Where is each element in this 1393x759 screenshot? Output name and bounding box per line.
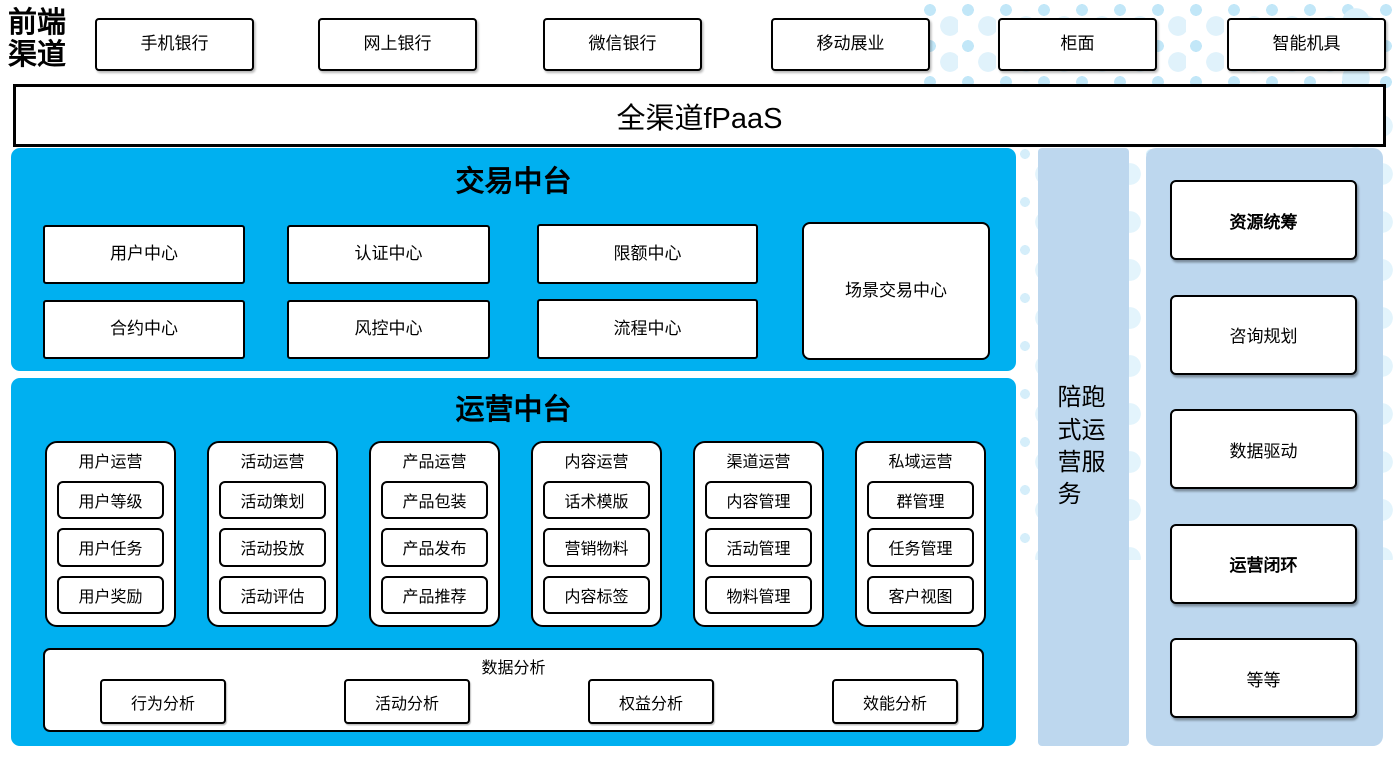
activity-analysis-box: 活动分析: [344, 679, 470, 724]
etc-box: 等等: [1170, 638, 1357, 718]
data-analysis-container: 数据分析 行为分析 活动分析 权益分析 效能分析: [43, 648, 984, 732]
group-title: 私域运营: [888, 454, 953, 471]
efficiency-analysis-box: 效能分析: [832, 679, 958, 724]
group-item: 用户任务: [57, 528, 164, 567]
accompanying-operation-service-label: 陪跑式运营服务: [1057, 384, 1106, 509]
channel-wechat-banking: 微信银行: [543, 18, 702, 71]
channel-counter: 柜面: [998, 18, 1157, 71]
group-item: 用户奖励: [57, 575, 164, 614]
group-item: 产品包装: [381, 481, 488, 520]
data-driven-box: 数据驱动: [1170, 409, 1357, 489]
group-title: 产品运营: [402, 454, 467, 471]
channel-online-banking: 网上银行: [318, 18, 477, 71]
process-center-box: 流程中心: [537, 299, 758, 359]
activity-operation-group: 活动运营 活动策划 活动投放 活动评估: [207, 441, 338, 627]
fpaas-bar: 全渠道fPaaS: [13, 84, 1386, 147]
user-center-box: 用户中心: [43, 225, 245, 284]
channel-smart-devices: 智能机具: [1227, 18, 1386, 71]
group-title: 内容运营: [564, 454, 629, 471]
transaction-platform-title: 交易中台: [455, 166, 572, 198]
contract-center-box: 合约中心: [43, 300, 245, 359]
group-item: 群管理: [867, 481, 974, 520]
group-item: 内容标签: [543, 575, 650, 614]
accompanying-operation-service-bar: 陪跑式运营服务: [1038, 148, 1129, 746]
product-operation-group: 产品运营 产品包装 产品发布 产品推荐: [369, 441, 500, 627]
private-domain-operation-group: 私域运营 群管理 任务管理 客户视图: [855, 441, 986, 627]
group-item: 话术模版: [543, 481, 650, 520]
channel-operation-group: 渠道运营 内容管理 活动管理 物料管理: [693, 441, 824, 627]
group-item: 内容管理: [705, 481, 812, 520]
group-item: 任务管理: [867, 528, 974, 567]
risk-control-center-box: 风控中心: [287, 300, 490, 359]
content-operation-group: 内容运营 话术模版 营销物料 内容标签: [531, 441, 662, 627]
channel-mobile-banking: 手机银行: [95, 18, 254, 71]
group-item: 产品发布: [381, 528, 488, 567]
channel-mobile-sales: 移动展业: [771, 18, 930, 71]
data-analysis-title: 数据分析: [481, 660, 546, 677]
front-channel-label: 前端渠道: [8, 7, 67, 71]
service-panel: 资源统筹 咨询规划 数据驱动 运营闭环 等等: [1146, 148, 1383, 746]
transaction-platform-panel: 交易中台 用户中心 认证中心 限额中心 合约中心 风控中心 流程中心 场景交易中…: [11, 148, 1016, 371]
group-item: 营销物料: [543, 528, 650, 567]
scenario-transaction-center-box: 场景交易中心: [802, 222, 990, 360]
resource-coordination-box: 资源统筹: [1170, 180, 1357, 260]
operation-platform-title: 运营中台: [455, 394, 572, 426]
operation-platform-panel: 运营中台 用户运营 用户等级 用户任务 用户奖励 活动运营 活动策划 活动投放 …: [11, 378, 1016, 746]
group-item: 活动策划: [219, 481, 326, 520]
group-title: 活动运营: [240, 454, 305, 471]
group-item: 活动投放: [219, 528, 326, 567]
operation-closed-loop-box: 运营闭环: [1170, 523, 1357, 604]
group-item: 产品推荐: [381, 575, 488, 614]
group-item: 物料管理: [705, 575, 812, 614]
consulting-planning-box: 咨询规划: [1170, 294, 1357, 375]
group-title: 用户运营: [78, 454, 143, 471]
auth-center-box: 认证中心: [287, 225, 490, 284]
user-operation-group: 用户运营 用户等级 用户任务 用户奖励: [45, 441, 176, 627]
rights-analysis-box: 权益分析: [588, 679, 714, 724]
quota-center-box: 限额中心: [537, 224, 758, 284]
group-item: 客户视图: [867, 575, 974, 614]
group-item: 用户等级: [57, 481, 164, 520]
behavior-analysis-box: 行为分析: [100, 679, 226, 724]
group-item: 活动评估: [219, 575, 326, 614]
group-item: 活动管理: [705, 528, 812, 567]
group-title: 渠道运营: [726, 454, 791, 471]
